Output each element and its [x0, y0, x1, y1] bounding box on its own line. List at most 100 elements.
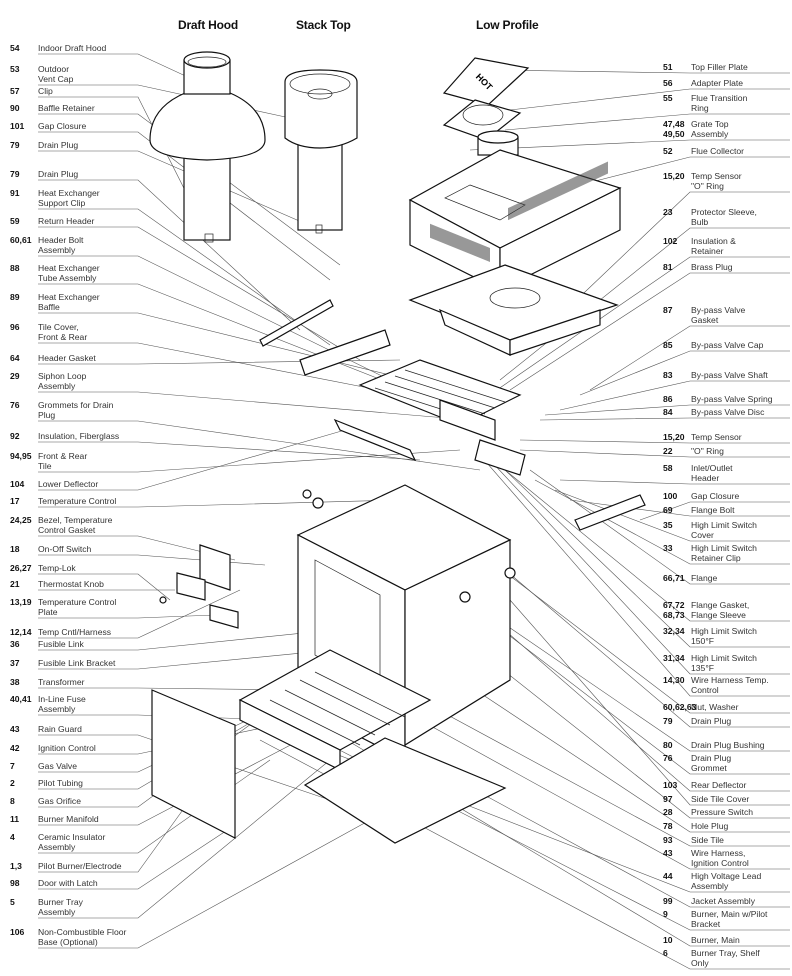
- leader-line: [504, 113, 790, 131]
- part-number: 42: [10, 743, 20, 753]
- header-low-profile: Low Profile: [476, 18, 539, 32]
- part-number: 2: [10, 778, 15, 788]
- part-name: Burner Tray Assembly: [38, 897, 83, 917]
- part-name: Gas Orifice: [38, 796, 81, 806]
- part-name: Non-Combustible Floor Base (Optional): [38, 927, 127, 947]
- door-with-latch: [151, 689, 236, 839]
- part-number: 36: [10, 639, 20, 649]
- part-number: 35: [663, 520, 673, 530]
- part-name: Protector Sleeve, Bulb: [691, 207, 757, 227]
- part-number: 38: [10, 677, 20, 687]
- part-number: 76: [10, 400, 20, 410]
- part-number: 80: [663, 740, 673, 750]
- leader-line: [38, 687, 301, 691]
- part-name: Temp Sensor "O" Ring: [691, 171, 742, 191]
- part-number: 12,14: [10, 627, 32, 637]
- part-name: Heat Exchanger Tube Assembly: [38, 263, 100, 283]
- part-name: Adapter Plate: [691, 78, 744, 88]
- leader-line: [639, 501, 790, 521]
- part-name: Temp Cntl/Harness: [38, 627, 112, 637]
- part-number: 59: [10, 216, 20, 226]
- part-number: 28: [663, 807, 673, 817]
- part-number: 43: [10, 724, 20, 734]
- part-name: Burner Tray, Shelf Only: [691, 948, 760, 968]
- part-number: 106: [10, 927, 25, 937]
- part-name: High Limit Switch Retainer Clip: [691, 543, 757, 563]
- part-name: Inlet/Outlet Header: [691, 463, 733, 483]
- part-name: Clip: [38, 86, 53, 96]
- part-number: 52: [663, 146, 673, 156]
- part-name: Drain Plug: [38, 169, 79, 179]
- part-number: 104: [10, 479, 25, 489]
- part-name: Insulation & Retainer: [691, 236, 736, 256]
- leader-line: [539, 417, 790, 421]
- leader-line: [38, 113, 341, 266]
- part-number: 15,20: [663, 432, 685, 442]
- part-number: 84: [663, 407, 673, 417]
- part-number: 5: [10, 897, 15, 907]
- part-label: 15,20 Temp Sensor: [663, 432, 791, 442]
- part-number: 66,71: [663, 573, 685, 583]
- leader-line: [38, 420, 481, 471]
- leader-line: [38, 449, 461, 473]
- part-name: Ignition Control: [38, 743, 96, 753]
- part-number: 53: [10, 64, 20, 74]
- part-name: Pressure Switch: [691, 807, 754, 817]
- part-name: Burner Manifold: [38, 814, 99, 824]
- part-number: 99: [663, 896, 673, 906]
- leader-line: [529, 469, 790, 585]
- part-label: 106 Non-Combustible Floor Base (Optional): [10, 927, 138, 947]
- part-name: High Limit Switch 135°F: [691, 653, 757, 673]
- leader-line: [469, 139, 790, 151]
- part-number: 32,34: [663, 626, 685, 636]
- part-name: Nut, Washer: [691, 702, 739, 712]
- floor-base: [303, 737, 507, 844]
- part-name: Heat Exchanger Support Clip: [38, 188, 100, 208]
- part-name: Flue Collector: [691, 146, 745, 156]
- leader-line: [509, 272, 790, 391]
- leader-line: [38, 614, 216, 619]
- part-number: 15,20: [663, 171, 685, 181]
- leader-line: [579, 350, 790, 396]
- part-name: Temp Sensor: [691, 432, 742, 442]
- leader-line: [38, 799, 191, 873]
- leader-line: [38, 719, 301, 755]
- part-name: Insulation, Fiberglass: [38, 431, 120, 441]
- part-number: 90: [10, 103, 20, 113]
- leader-line: [38, 699, 291, 773]
- part-name: Heat Exchanger Baffle: [38, 292, 100, 312]
- part-name: On-Off Switch: [38, 544, 92, 554]
- part-name: Lower Deflector: [38, 479, 99, 489]
- leader-line: [494, 69, 790, 74]
- leader-line: [38, 714, 281, 721]
- part-number: 51: [663, 62, 673, 72]
